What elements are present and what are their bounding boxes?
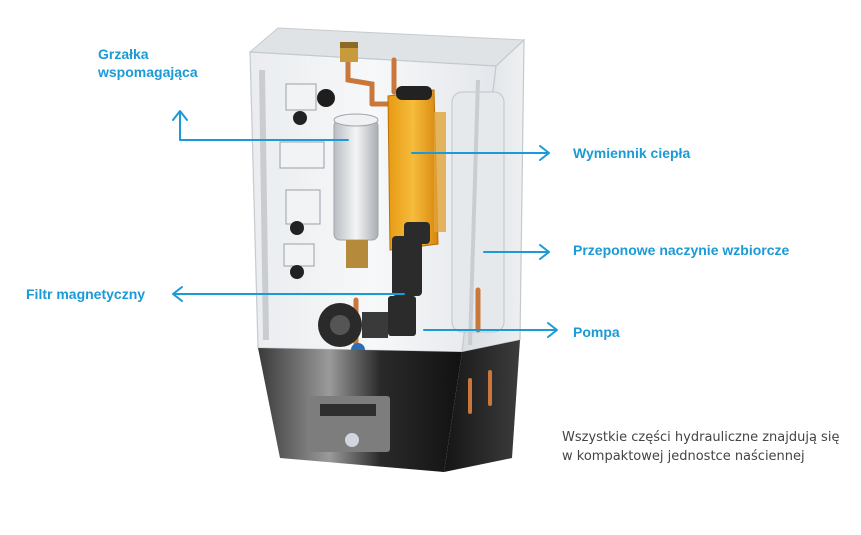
terminal-knobs: [290, 111, 307, 279]
valve-top: [340, 42, 358, 62]
label-backup-heater-line1: Grzałka: [98, 46, 149, 62]
heat-exchanger: [387, 86, 446, 251]
label-pump: Pompa: [573, 324, 620, 340]
arrow-right-icon: [547, 322, 558, 338]
backup-heater: [333, 119, 379, 241]
arrow-right-icon: [539, 244, 550, 260]
caption: Wszystkie części hydrauliczne znajdują s…: [562, 428, 852, 466]
leader-lines: [173, 111, 557, 331]
arrow-right-icon: [539, 145, 550, 161]
label-expansion-vessel: Przeponowe naczynie wzbiorcze: [573, 242, 790, 258]
frame-rail-right: [468, 79, 480, 346]
fitting-left: [317, 89, 335, 107]
arrow-heads: [172, 110, 558, 338]
label-heat-exchanger: Wymiennik ciepła: [573, 145, 691, 161]
label-backup-heater: Grzałka wspomagająca: [98, 45, 218, 81]
magnetic-filter: [388, 222, 430, 336]
arrow-up-icon: [172, 110, 188, 121]
label-backup-heater-line2: wspomagająca: [98, 64, 198, 80]
heater-fitting: [346, 240, 368, 268]
lower-pipes: [468, 370, 492, 414]
caption-line1: Wszystkie części hydrauliczne znajdują s…: [562, 430, 840, 445]
leader-heater: [179, 111, 349, 141]
frame-rail-left: [259, 69, 269, 341]
control-display: [320, 404, 376, 416]
arrow-left-icon: [172, 286, 183, 302]
backup-heater-cap: [333, 113, 379, 127]
pump: [318, 303, 388, 347]
caption-line2: w kompaktowej jednostce naściennej: [562, 449, 805, 464]
casing-base-side: [444, 340, 520, 472]
terminal-blocks: [279, 83, 325, 267]
control-knob: [345, 433, 359, 447]
label-magnetic-filter: Filtr magnetyczny: [26, 286, 146, 302]
